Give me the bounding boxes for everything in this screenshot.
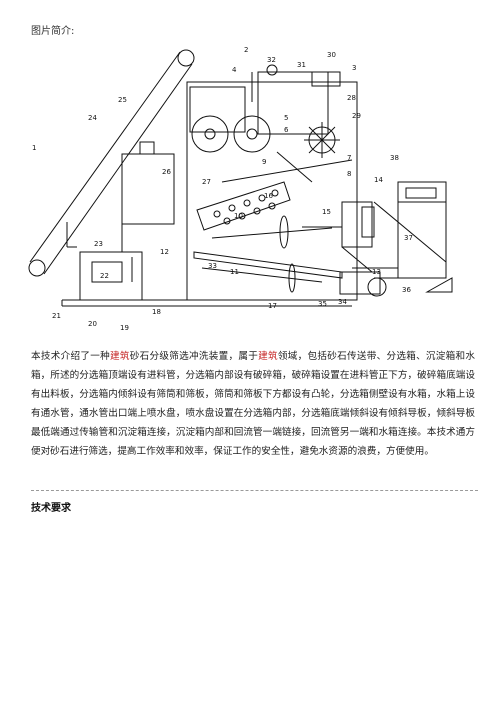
svg-text:4: 4 bbox=[232, 66, 237, 74]
svg-text:33: 33 bbox=[208, 262, 217, 270]
svg-text:10: 10 bbox=[234, 212, 243, 220]
svg-text:17: 17 bbox=[268, 302, 277, 310]
svg-text:12: 12 bbox=[160, 248, 169, 256]
svg-text:34: 34 bbox=[338, 298, 347, 306]
svg-text:37: 37 bbox=[404, 234, 413, 242]
svg-text:32: 32 bbox=[267, 56, 276, 64]
svg-text:23: 23 bbox=[94, 240, 103, 248]
svg-text:22: 22 bbox=[100, 272, 109, 280]
svg-text:24: 24 bbox=[88, 114, 97, 122]
svg-text:27: 27 bbox=[202, 178, 211, 186]
section-title: 技术要求 bbox=[31, 503, 71, 514]
abstract-text-1: 本技术介绍了一种 bbox=[31, 351, 110, 362]
svg-text:26: 26 bbox=[162, 168, 171, 176]
svg-text:7: 7 bbox=[347, 154, 351, 162]
svg-text:38: 38 bbox=[390, 154, 399, 162]
svg-text:5: 5 bbox=[284, 114, 288, 122]
svg-text:1: 1 bbox=[32, 144, 36, 152]
abstract-paragraph: 本技术介绍了一种建筑砂石分级筛选冲洗装置，属于建筑领域，包括砂石传送带、分选箱、… bbox=[31, 347, 475, 461]
keyword-link-1[interactable]: 建筑 bbox=[109, 351, 130, 362]
svg-text:3: 3 bbox=[352, 64, 356, 72]
svg-text:25: 25 bbox=[118, 96, 127, 104]
svg-text:14: 14 bbox=[374, 176, 383, 184]
abstract-text-2: 砂石分级筛选冲洗装置，属于 bbox=[129, 351, 259, 362]
svg-text:29: 29 bbox=[352, 112, 361, 120]
svg-text:8: 8 bbox=[347, 170, 351, 178]
svg-text:18: 18 bbox=[152, 308, 161, 316]
intro-label: 图片简介: bbox=[31, 26, 75, 37]
svg-text:28: 28 bbox=[347, 94, 356, 102]
svg-text:36: 36 bbox=[402, 286, 411, 294]
svg-text:35: 35 bbox=[318, 300, 327, 308]
svg-text:2: 2 bbox=[244, 46, 248, 54]
svg-text:19: 19 bbox=[120, 324, 129, 332]
svg-text:20: 20 bbox=[88, 320, 97, 328]
svg-text:11: 11 bbox=[230, 268, 239, 276]
svg-text:13: 13 bbox=[372, 268, 381, 276]
svg-text:30: 30 bbox=[327, 51, 336, 59]
svg-text:9: 9 bbox=[262, 158, 266, 166]
svg-text:6: 6 bbox=[284, 126, 289, 134]
section-divider bbox=[31, 490, 478, 491]
abstract-text-3: 领域，包括砂石传送带、分选箱、沉淀箱和水箱，所述的分选箱顶端设有进料管，分选箱内… bbox=[31, 351, 476, 457]
keyword-link-2[interactable]: 建筑 bbox=[258, 351, 278, 362]
svg-text:15: 15 bbox=[322, 208, 331, 216]
svg-text:31: 31 bbox=[297, 61, 306, 69]
svg-text:21: 21 bbox=[52, 312, 61, 320]
svg-text:16: 16 bbox=[264, 192, 273, 200]
